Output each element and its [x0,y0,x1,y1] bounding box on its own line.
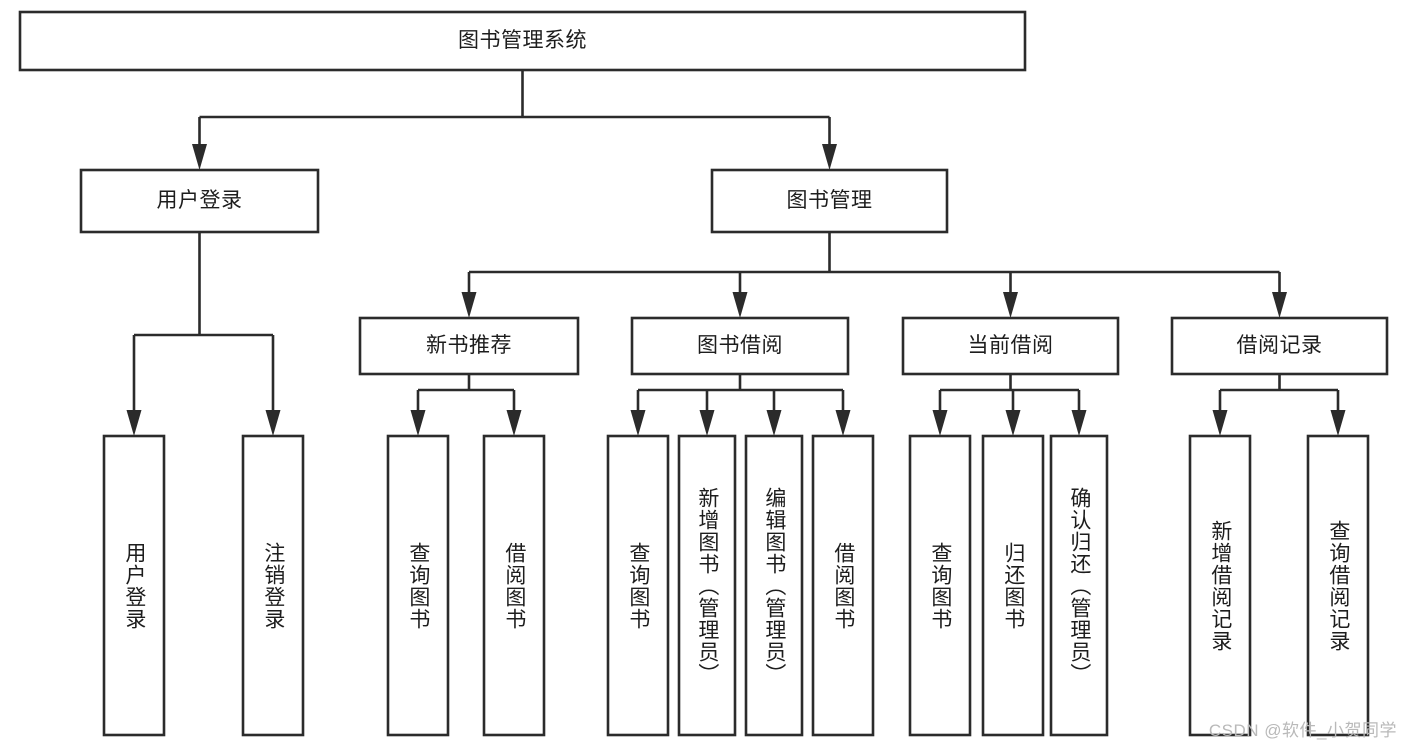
node-l-user-login[interactable] [104,436,164,735]
node-n-current[interactable] [903,318,1118,374]
node-n-new-rec[interactable] [360,318,578,374]
node-box-l-add-record[interactable] [1188,434,1252,737]
arrow-icon-n-current [1003,292,1018,318]
node-box-l-edit-book[interactable] [744,434,804,737]
node-l-query-book-3[interactable] [910,436,970,735]
node-l-borrow-book-1[interactable] [484,436,544,735]
arrow-icon-l-logout [265,410,281,436]
node-box-l-confirm-return[interactable] [1049,434,1109,737]
node-box-l-borrow-book-1[interactable] [482,434,546,737]
arrow-icon-l-confirm-return [1071,410,1087,436]
node-l-query-book-2[interactable] [608,436,668,735]
arrow-icon-l-query-book-3 [932,410,948,436]
node-box-n-records[interactable] [1170,316,1389,376]
arrow-icon-l-add-book [699,410,715,436]
node-box-l-query-book-3[interactable] [908,434,972,737]
node-box-l-user-login[interactable] [102,434,166,737]
node-l-edit-book[interactable] [746,436,802,735]
node-box-l-query-book-2[interactable] [606,434,670,737]
node-box-l-borrow-book-2[interactable] [811,434,875,737]
arrow-icon-l-query-record [1330,410,1346,436]
node-box-l-query-record[interactable] [1306,434,1370,737]
arrow-icon-l-return-book [1005,410,1021,436]
connectors-layer [126,70,1346,436]
node-n-book-mgmt[interactable] [712,170,947,232]
node-l-logout[interactable] [243,436,303,735]
node-l-borrow-book-2[interactable] [813,436,873,735]
arrow-icon-l-add-record [1212,410,1228,436]
node-box-n-current[interactable] [901,316,1120,376]
arrow-icon-l-query-book-1 [410,410,426,436]
node-l-return-book[interactable] [983,436,1043,735]
node-l-confirm-return[interactable] [1051,436,1107,735]
arrow-icon-l-user-login [126,410,142,436]
arrow-icon-l-query-book-2 [630,410,646,436]
node-box-l-query-book-1[interactable] [386,434,450,737]
node-l-query-record[interactable] [1308,436,1368,735]
node-box-l-return-book[interactable] [981,434,1045,737]
boxes-layer [18,10,1389,737]
arrow-icon-n-book-mgmt [822,144,837,170]
arrow-icon-l-borrow-book-2 [835,410,851,436]
node-l-add-book[interactable] [679,436,735,735]
arrow-icon-n-borrow [732,292,748,318]
node-n-records[interactable] [1172,318,1387,374]
arrow-icon-n-records [1272,292,1287,318]
node-root[interactable] [20,12,1025,70]
node-n-borrow[interactable] [632,318,848,374]
arrow-icon-l-borrow-book-1 [506,410,522,436]
node-l-query-book-1[interactable] [388,436,448,735]
arrow-icon-n-new-rec [461,292,477,318]
node-n-user-login[interactable] [81,170,318,232]
node-box-n-borrow[interactable] [630,316,850,376]
arrow-icon-l-edit-book [766,410,782,436]
node-box-n-user-login[interactable] [79,168,320,234]
arrow-icon-n-user-login [192,144,207,170]
node-box-l-add-book[interactable] [677,434,737,737]
node-box-l-logout[interactable] [241,434,305,737]
node-box-n-new-rec[interactable] [358,316,580,376]
node-l-add-record[interactable] [1190,436,1250,735]
node-box-root[interactable] [18,10,1027,72]
node-box-n-book-mgmt[interactable] [710,168,949,234]
